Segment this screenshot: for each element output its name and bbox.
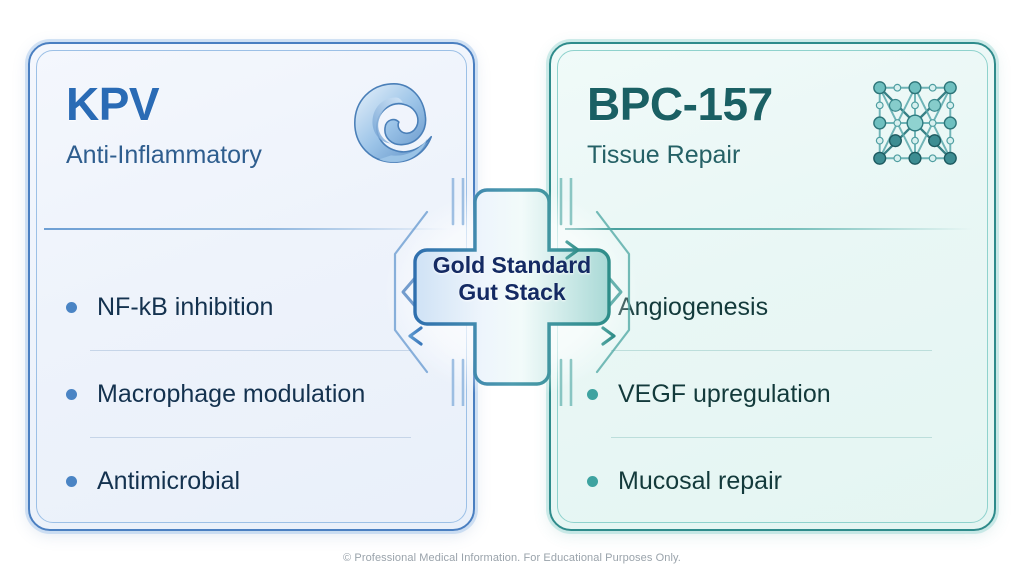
list-divider bbox=[611, 350, 932, 351]
list-item: NF-kB inhibition bbox=[66, 278, 447, 336]
card-title: KPV bbox=[66, 78, 160, 130]
bullet-label: NF-kB inhibition bbox=[97, 292, 274, 321]
bullet-dot-icon bbox=[66, 388, 77, 400]
molecule-network-icon bbox=[866, 74, 964, 172]
bullet-label: Angiogenesis bbox=[618, 292, 769, 321]
card-header-divider bbox=[44, 228, 451, 230]
card-header-bpc157: BPC-157 Tissue Repair bbox=[551, 44, 994, 228]
card-header-text: BPC-157 Tissue Repair bbox=[587, 72, 773, 170]
bullet-dot-icon bbox=[66, 475, 77, 487]
card-header-kpv: KPV Anti-Inflammatory bbox=[30, 44, 473, 228]
card-subtitle: Tissue Repair bbox=[587, 141, 741, 170]
center-connector-badge: Gold Standard Gut Stack bbox=[381, 178, 643, 406]
list-item: Macrophage modulation bbox=[66, 365, 447, 423]
card-title: BPC-157 bbox=[587, 78, 773, 130]
bullet-label: Antimicrobial bbox=[97, 466, 241, 495]
bullet-label: Mucosal repair bbox=[618, 466, 782, 495]
bullet-dot-icon bbox=[587, 475, 598, 487]
bullet-list-kpv: NF-kB inhibition Macrophage modulation A… bbox=[30, 244, 473, 511]
list-item: Antimicrobial bbox=[66, 452, 447, 510]
list-divider bbox=[90, 350, 411, 351]
card-header-text: KPV Anti-Inflammatory bbox=[66, 72, 262, 170]
bullet-dot-icon bbox=[66, 301, 77, 313]
bullet-dot-icon bbox=[587, 388, 598, 400]
wave-icon bbox=[345, 74, 443, 172]
list-item: VEGF upregulation bbox=[587, 365, 968, 423]
list-divider bbox=[90, 437, 411, 438]
list-item: Mucosal repair bbox=[587, 452, 968, 510]
list-item: Angiogenesis bbox=[587, 278, 968, 336]
bullet-label: Macrophage modulation bbox=[97, 379, 366, 408]
card-subtitle: Anti-Inflammatory bbox=[66, 141, 262, 170]
bullet-label: VEGF upregulation bbox=[618, 379, 831, 408]
bullet-list-bpc157: Angiogenesis VEGF upregulation Mucosal r… bbox=[551, 244, 994, 511]
list-divider bbox=[611, 437, 932, 438]
footer-disclaimer: © Professional Medical Information. For … bbox=[343, 552, 681, 564]
card-header-divider bbox=[565, 228, 972, 230]
